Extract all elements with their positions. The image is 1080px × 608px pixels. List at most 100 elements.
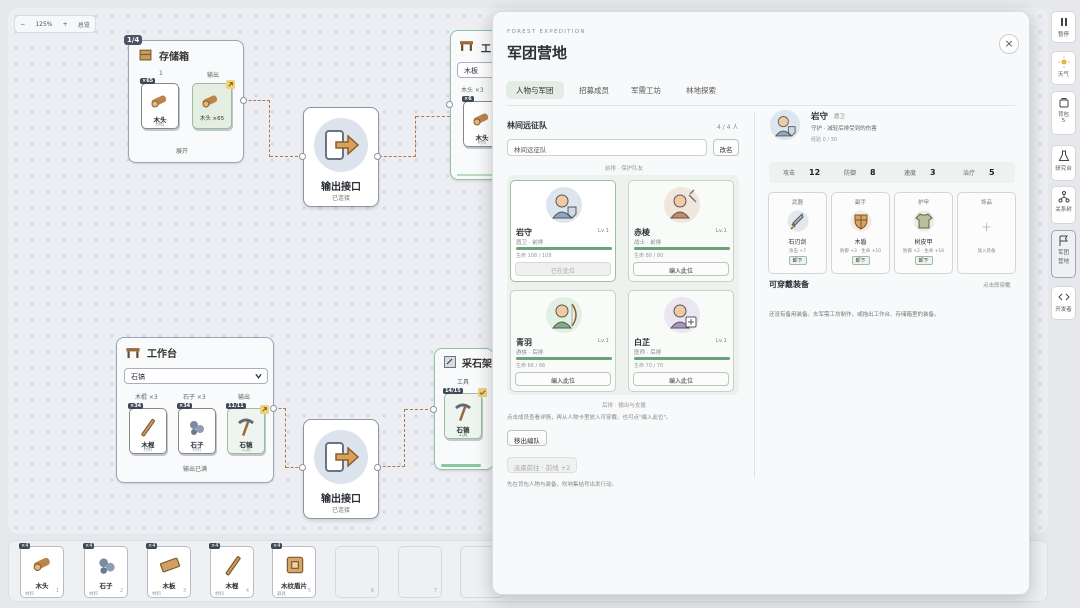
storage-expand[interactable]: 展开 xyxy=(176,148,189,155)
item-name: 木板 xyxy=(162,582,176,590)
sidebar-developer[interactable]: 开发者 xyxy=(1051,286,1076,320)
hero-level: Lv.1 xyxy=(597,338,609,344)
item-card-stone-pickaxe[interactable]: 11/11 石镐 工具 xyxy=(226,403,269,454)
zoom-out-button[interactable]: − xyxy=(20,20,26,28)
inventory-slot-empty[interactable]: 6 xyxy=(335,546,379,598)
hero-card-baizhi[interactable]: 白芷 Lv.1 医师 · 后排 生命 70 / 70 编入此位 xyxy=(628,290,734,392)
recipe-hint: 木头 ×3 xyxy=(461,87,484,94)
unequip-button[interactable]: 卸下 xyxy=(914,256,933,265)
inventory-slot[interactable]: ×4 石子 材料 2 xyxy=(83,543,128,598)
output-port[interactable] xyxy=(270,405,277,412)
input-port[interactable] xyxy=(299,153,306,160)
sidebar-legion-camp[interactable]: 军团营地 xyxy=(1051,230,1076,278)
equip-slot-weapon[interactable]: 武器 石刃剑 攻击 +7 卸下 xyxy=(768,192,827,274)
equip-type: 武器 xyxy=(791,200,803,206)
input-port[interactable] xyxy=(430,406,437,413)
sidebar-relation-tree[interactable]: 关系树 xyxy=(1051,186,1076,224)
equip-slot-accessory[interactable]: 饰品 + 放入装备 xyxy=(957,192,1016,274)
assign-slot-button[interactable]: 编入此位 xyxy=(633,262,729,276)
tab-explore[interactable]: 林地探索 xyxy=(686,86,716,95)
table-icon xyxy=(126,348,140,358)
inventory-slot[interactable]: ×4 木棍 材料 4 xyxy=(209,543,254,598)
squad-title: 林间远征队 xyxy=(507,121,547,130)
pause-icon xyxy=(1060,18,1067,26)
zoom-in-button[interactable]: + xyxy=(62,20,68,28)
progress-bar xyxy=(457,174,497,176)
unequip-button[interactable]: 卸下 xyxy=(788,256,807,265)
slot-number: 3 xyxy=(182,588,186,594)
sidebar-backpack[interactable]: 背包 5 xyxy=(1051,91,1076,135)
quarry-node[interactable]: 采石架 工具 14/15 石镐 工具 xyxy=(434,348,494,470)
output-slot-wood[interactable]: 木头 ×65 xyxy=(192,80,235,129)
inventory-slot[interactable]: ×4 木板 材料 3 xyxy=(146,543,191,598)
squad-count: 4 / 4 人 xyxy=(717,124,739,131)
wearable-link[interactable]: 点击即穿戴 xyxy=(983,283,1011,289)
workbench-node[interactable]: 工作台 石镐 木棍 ×3 石子 ×3 输出 ×34 木棍 材料 ×34 石子 材… xyxy=(116,337,274,483)
item-name: 石子 xyxy=(99,582,113,590)
equip-slot-armor[interactable]: 护甲 树皮甲 防御 +2 · 生命 +16 卸下 xyxy=(894,192,953,274)
item-card-stick[interactable]: ×34 木棍 材料 xyxy=(128,403,167,454)
item-count: ×34 xyxy=(177,403,193,409)
storage-out-label: 输出 xyxy=(207,72,220,79)
slot-number: 6 xyxy=(370,588,374,594)
inventory-slot[interactable]: ×4 木头 材料 1 xyxy=(19,543,64,598)
inventory-slot-empty[interactable]: 7 xyxy=(398,546,442,598)
remove-from-squad-button[interactable]: 移出编队 xyxy=(507,430,547,446)
deploy-button[interactable]: 派遣前往 · 前线 +2 xyxy=(507,457,577,473)
hero-hp-text: 生命 66 / 66 xyxy=(516,363,546,369)
recipe-select[interactable]: 石镐 xyxy=(124,368,268,384)
overview-button[interactable]: 总览 xyxy=(77,21,90,29)
output-interface-status: 已连接 xyxy=(331,195,350,202)
inventory-slot[interactable]: ×4 木纹盾片 器具 5 xyxy=(271,543,316,598)
item-card-wood[interactable]: ×65 木头 材料 xyxy=(140,78,179,129)
hero-level: Lv.1 xyxy=(597,228,609,234)
equip-type: 饰品 xyxy=(980,200,992,206)
hero-card-qingyu[interactable]: 青羽 Lv.1 游侠 · 后排 生命 66 / 66 编入此位 xyxy=(510,290,616,392)
storage-node[interactable]: 1/4 存储箱 1 输出 ×65 木头 材料 木头 ×65 展开 xyxy=(124,35,244,163)
pickaxe-icon xyxy=(238,418,254,436)
hp-bar xyxy=(634,357,730,360)
pebble-icon xyxy=(190,421,204,435)
close-button[interactable]: × xyxy=(999,34,1019,54)
rename-button[interactable]: 改名 xyxy=(713,139,739,156)
equip-stat: 防御 +3 · 生命 +10 xyxy=(839,249,882,254)
item-sub: 材料 xyxy=(192,448,202,453)
tab-workshop[interactable]: 军需工坊 xyxy=(631,86,661,95)
hero-name: 岩守 xyxy=(516,228,532,237)
unequip-button[interactable]: 卸下 xyxy=(851,256,870,265)
item-card-pebble[interactable]: ×34 石子 材料 xyxy=(177,403,216,454)
output-port[interactable] xyxy=(374,464,381,471)
hero-card-yanshou[interactable]: 岩守 Lv.1 盾卫 · 前排 生命 108 / 108 已在此位 xyxy=(510,180,616,282)
output-interface-node[interactable]: 输出接口 已连接 xyxy=(303,419,379,519)
output-interface-node[interactable]: 输出接口 已连接 xyxy=(303,107,379,207)
sidebar-pause[interactable]: 暂停 xyxy=(1051,11,1076,43)
tool-slot-pickaxe[interactable]: 14/15 石镐 工具 xyxy=(443,388,487,439)
slot-number: 5 xyxy=(307,588,311,594)
shield-icon xyxy=(850,210,871,232)
output-icon xyxy=(314,430,368,484)
squad-name-input[interactable]: 林间远征队 xyxy=(507,139,707,156)
sidebar-research[interactable]: 研究台 xyxy=(1051,145,1076,181)
close-icon: × xyxy=(1004,37,1014,50)
output-port[interactable] xyxy=(374,153,381,160)
hero-card-chileng[interactable]: 赤棱 Lv.1 战士 · 前排 生命 80 / 80 编入此位 xyxy=(628,180,734,282)
sidebar-weather[interactable]: 天气 xyxy=(1051,51,1076,85)
wire xyxy=(270,156,303,157)
assign-slot-button[interactable]: 编入此位 xyxy=(633,372,729,386)
equip-name: 树皮甲 xyxy=(914,239,933,246)
output-port[interactable] xyxy=(240,97,247,104)
slot-assigned-button[interactable]: 已在此位 xyxy=(515,262,611,276)
assign-slot-button[interactable]: 编入此位 xyxy=(515,372,611,386)
equip-slot-offhand[interactable]: 副手 木盾 防御 +3 · 生命 +10 卸下 xyxy=(831,192,890,274)
tab-recruit[interactable]: 招募成员 xyxy=(579,86,609,95)
squad-note: 点击成员查看详情，再从人物卡里放入可穿戴。也可点"编入此位"。 xyxy=(507,415,672,421)
item-count: 11/11 xyxy=(226,403,246,409)
tree-icon xyxy=(1058,191,1069,203)
workbench-status: 输出已满 xyxy=(183,466,208,473)
input-port[interactable] xyxy=(299,464,306,471)
tab-characters[interactable]: 人物与军团 xyxy=(506,81,564,99)
input-port[interactable] xyxy=(446,101,453,108)
output-icon xyxy=(314,118,368,172)
